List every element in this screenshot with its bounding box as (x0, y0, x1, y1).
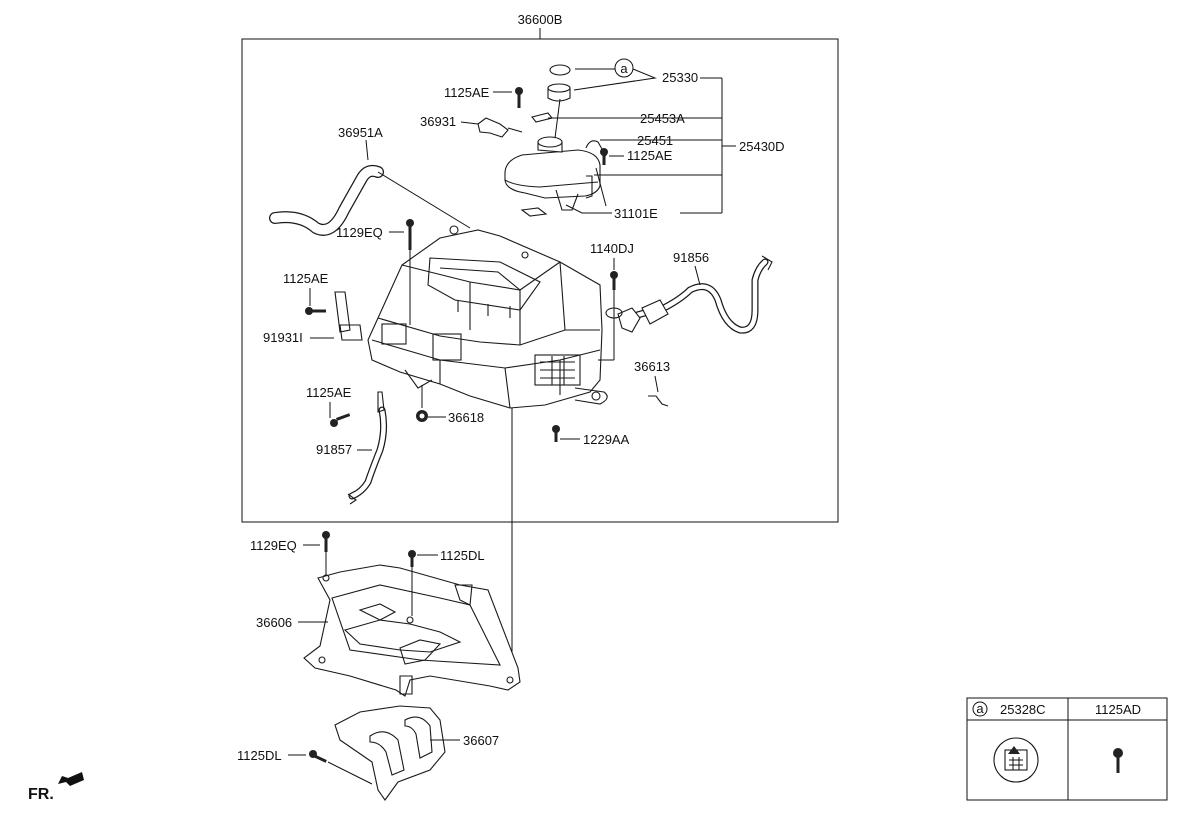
heat-shield-36607 (334, 705, 446, 801)
bolt-icon (309, 750, 327, 763)
label-36931: 36931 (420, 114, 456, 129)
label-91857: 91857 (316, 442, 352, 457)
bolt-icon (322, 531, 330, 552)
mounting-bracket-36606 (303, 564, 521, 697)
label-1129EQ-lower: 1129EQ (250, 538, 297, 553)
front-direction-arrow-icon (58, 772, 84, 786)
power-control-unit (334, 225, 608, 409)
label-25430D: 25430D (739, 139, 785, 154)
legend-col2-part: 1125AD (1095, 702, 1141, 717)
label-25330: 25330 (662, 70, 698, 85)
bolt-icon (552, 425, 560, 442)
label-25453A: 25453A (640, 111, 685, 126)
reservoir-tank (504, 136, 601, 211)
reservoir-hose (585, 140, 607, 157)
label-91931I: 91931I (263, 330, 303, 345)
label-1140DJ: 1140DJ (590, 241, 634, 256)
bracket-plate-icon (520, 207, 548, 217)
front-direction-label: FR. (28, 786, 54, 803)
label-36951A: 36951A (338, 125, 383, 140)
label-1125AE-top: 1125AE (444, 85, 490, 100)
bolt-icon (408, 550, 416, 567)
bolt-icon (406, 219, 414, 250)
label-1229AA: 1229AA (583, 432, 630, 447)
bolt-icon (1113, 748, 1123, 773)
cable-91856 (605, 255, 773, 334)
label-31101E: 31101E (614, 206, 658, 221)
legend-marker: a (976, 701, 984, 716)
assembly-part-number: 36600B (518, 12, 563, 27)
cable-91857 (347, 391, 388, 505)
clip-36613 (648, 395, 669, 407)
label-91856: 91856 (673, 250, 709, 265)
label-1125DL-upper: 1125DL (440, 548, 485, 563)
bolt-icon (515, 87, 523, 108)
label-1125AE-lower: 1125AE (306, 385, 352, 400)
label-36618: 36618 (448, 410, 484, 425)
cap-icon (993, 737, 1039, 783)
nut-36618 (416, 410, 428, 422)
bolt-icon (305, 307, 326, 315)
label-36607: 36607 (463, 733, 499, 748)
legend-col1-part: 25328C (1000, 702, 1046, 717)
coolant-hose-36951A (269, 164, 471, 236)
bolt-icon (330, 413, 351, 427)
legend-table: a 25328C 1125AD (966, 697, 1168, 801)
label-25451: 25451 (637, 133, 673, 148)
legend-marker-circle (972, 701, 988, 717)
label-1129EQ-top: 1129EQ (336, 225, 383, 240)
label-36613: 36613 (634, 359, 670, 374)
label-1125AE-left: 1125AE (283, 271, 329, 286)
label-36606: 36606 (256, 615, 292, 630)
connector-36931 (477, 117, 523, 138)
bolt-icon (600, 148, 608, 165)
bolt-icon (610, 271, 618, 290)
label-1125DL-lower: 1125DL (237, 748, 282, 763)
label-1125AE-reservoir: 1125AE (627, 148, 673, 163)
reservoir-cap (547, 64, 571, 102)
reference-marker-a (614, 58, 634, 78)
reference-marker-a-label: a (620, 61, 628, 76)
